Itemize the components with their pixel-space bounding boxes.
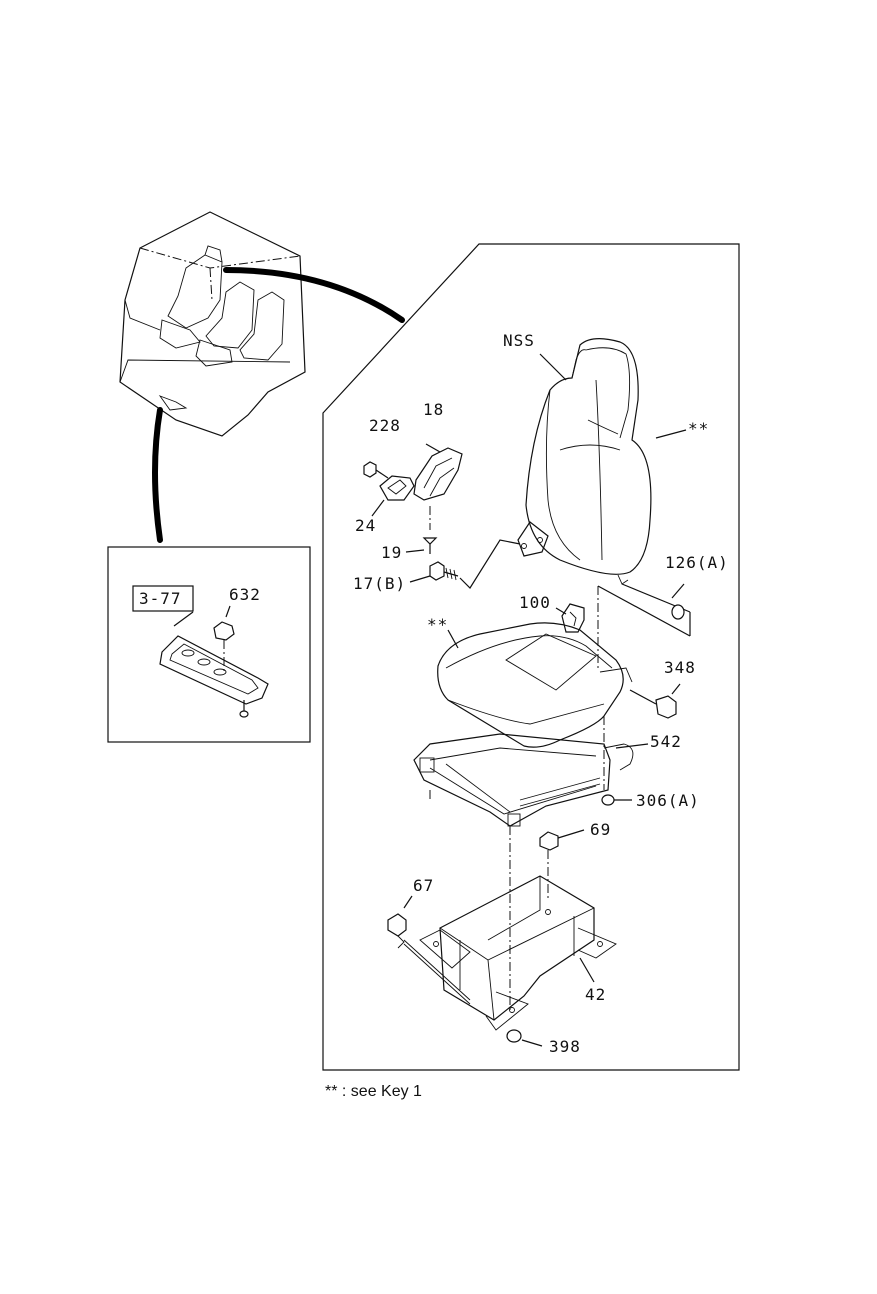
leader-curve-lower [152, 407, 163, 543]
label-69: 69 [590, 820, 611, 839]
nut-69 [539, 829, 585, 900]
nut-398 [506, 1029, 543, 1047]
bolt-67 [387, 895, 471, 1005]
label-542: 542 [650, 732, 682, 751]
recliner-knob-group [363, 443, 521, 589]
console-panel [159, 605, 269, 718]
seat-base [419, 875, 617, 1031]
seat-back [517, 338, 652, 585]
cab-overview [119, 211, 306, 437]
label-42: 42 [585, 985, 606, 1004]
label-star-cushion: ** [427, 615, 448, 634]
leader-curve-upper [223, 267, 405, 323]
label-126a: 126(A) [665, 553, 729, 572]
label-24: 24 [355, 516, 376, 535]
label-398: 398 [549, 1037, 581, 1056]
label-67: 67 [413, 876, 434, 895]
label-228: 228 [369, 416, 401, 435]
label-306a: 306(A) [636, 791, 700, 810]
slide-rail [413, 716, 649, 1010]
label-100: 100 [519, 593, 551, 612]
inset-frame [107, 546, 311, 743]
seat-cushion [437, 622, 633, 748]
knob-348 [629, 683, 681, 719]
label-19: 19 [381, 543, 402, 562]
label-nss: NSS [503, 331, 535, 350]
footnote-key: ** : see Key 1 [325, 1083, 422, 1100]
main-frame [322, 243, 740, 1071]
ref-box-3-77 [132, 585, 194, 612]
label-18: 18 [423, 400, 444, 419]
label-star-back: ** [688, 419, 709, 438]
label-348: 348 [664, 658, 696, 677]
nut-126a [597, 583, 691, 668]
label-3-77: 3-77 [139, 589, 182, 608]
clip-100 [555, 603, 585, 633]
label-632: 632 [229, 585, 261, 604]
label-17b: 17(B) [353, 574, 406, 593]
